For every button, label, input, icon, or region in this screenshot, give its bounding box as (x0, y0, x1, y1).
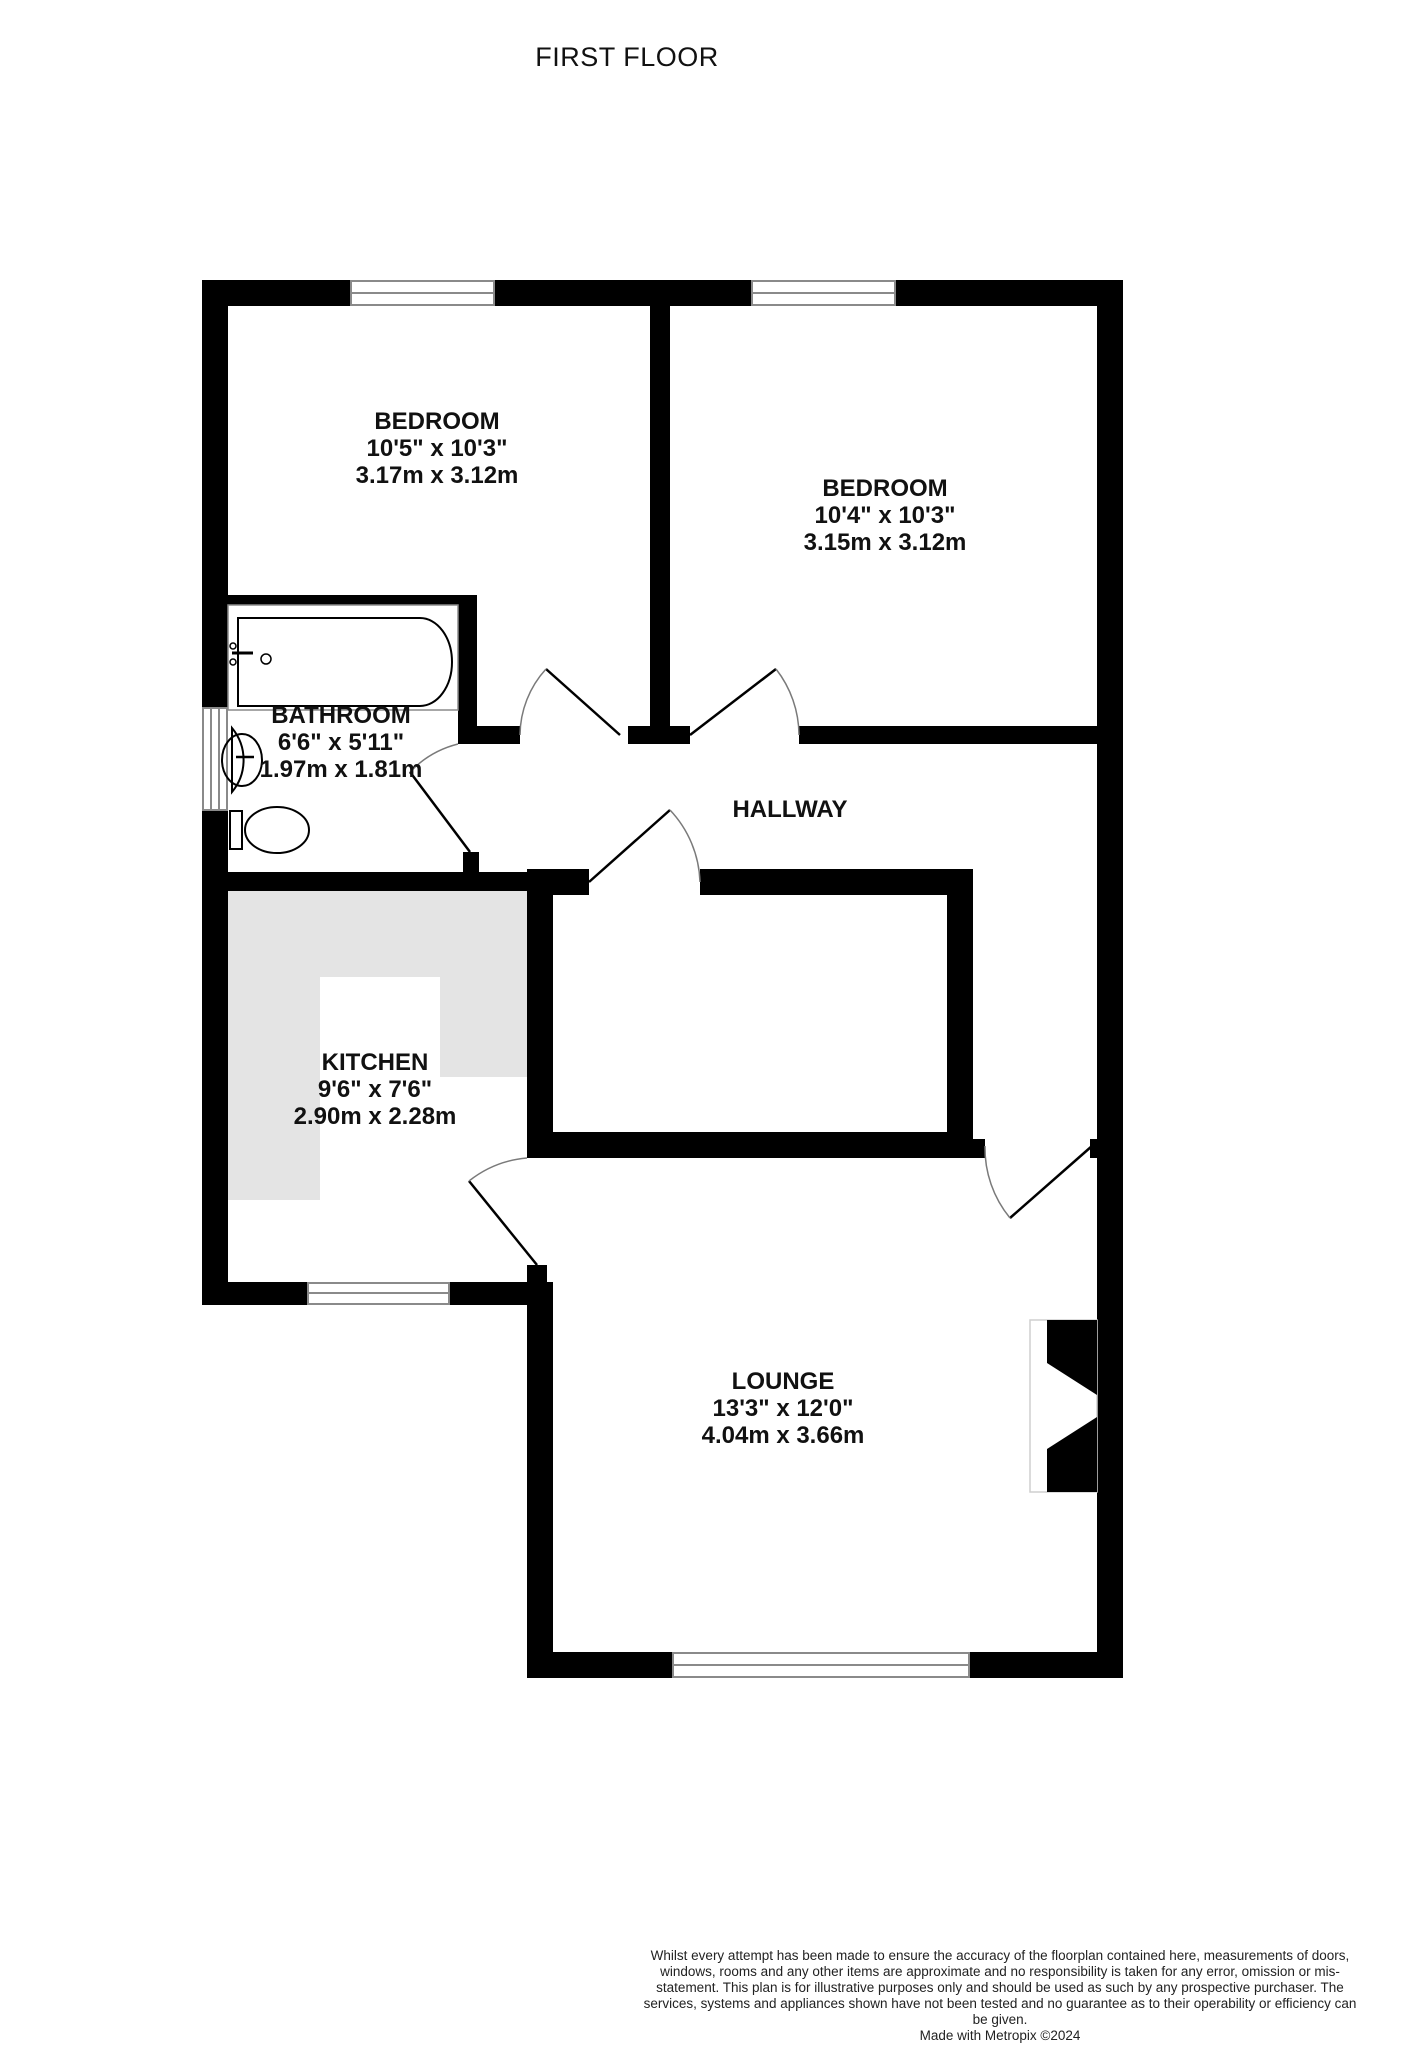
room-name: BEDROOM (822, 475, 948, 502)
floor-title: FIRST FLOOR (535, 42, 719, 72)
window-bedroom-2 (751, 280, 896, 306)
door-bathroom (409, 743, 471, 853)
room-imperial: 9'6" x 7'6" (317, 1076, 433, 1103)
door-store (588, 809, 701, 883)
room-metric: 3.15m x 3.12m (803, 529, 967, 556)
room-imperial: 10'5" x 10'3" (366, 435, 508, 462)
window-lounge (672, 1652, 970, 1678)
window-kitchen (307, 1282, 450, 1305)
room-label-bedroom-1: BEDROOM 10'5" x 10'3" 3.17m x 3.12m (356, 408, 519, 489)
doors (409, 668, 1093, 1266)
door-bedroom-2 (689, 668, 800, 736)
room-metric: 3.17m x 3.12m (355, 462, 519, 489)
room-label-bedroom-2: BEDROOM 10'4" x 10'3" 3.15m x 3.12m (804, 475, 967, 556)
toilet-icon (229, 806, 310, 854)
room-metric: 2.90m x 2.28m (293, 1103, 457, 1130)
bath-icon (227, 604, 459, 711)
room-imperial: 10'4" x 10'3" (814, 502, 956, 529)
credit: Made with Metropix ©2024 (919, 2028, 1081, 2043)
door-lounge (984, 1145, 1093, 1219)
walls (202, 280, 1123, 1678)
kitchen-worktop (228, 891, 527, 1200)
fireplace-icon (1029, 1319, 1098, 1493)
room-name: BATHROOM (271, 702, 411, 729)
room-label-bathroom: BATHROOM 6'6" x 5'11" 1.97m x 1.81m (260, 702, 423, 783)
room-name: LOUNGE (731, 1368, 835, 1395)
door-bedroom-1 (519, 668, 621, 736)
room-label-hallway: HALLWAY (732, 796, 847, 823)
room-imperial: 13'3" x 12'0" (712, 1395, 854, 1422)
room-name: KITCHEN (321, 1049, 429, 1076)
room-label-lounge: LOUNGE 13'3" x 12'0" 4.04m x 3.66m (702, 1368, 865, 1449)
room-imperial: 6'6" x 5'11" (277, 729, 405, 756)
door-kitchen (468, 1157, 538, 1266)
wash-basin-icon (221, 725, 263, 795)
room-metric: 4.04m x 3.66m (701, 1422, 865, 1449)
room-name: BEDROOM (374, 408, 500, 435)
room-name: HALLWAY (732, 796, 848, 823)
window-bathroom (202, 707, 228, 811)
disclaimer: Whilst every attempt has been made to en… (640, 1948, 1360, 2044)
disclaimer-text: Whilst every attempt has been made to en… (643, 1948, 1357, 2027)
room-label-kitchen: KITCHEN 9'6" x 7'6" 2.90m x 2.28m (294, 1049, 457, 1130)
windows (202, 280, 970, 1678)
room-metric: 1.97m x 1.81m (259, 756, 423, 783)
window-bedroom-1 (350, 280, 495, 306)
